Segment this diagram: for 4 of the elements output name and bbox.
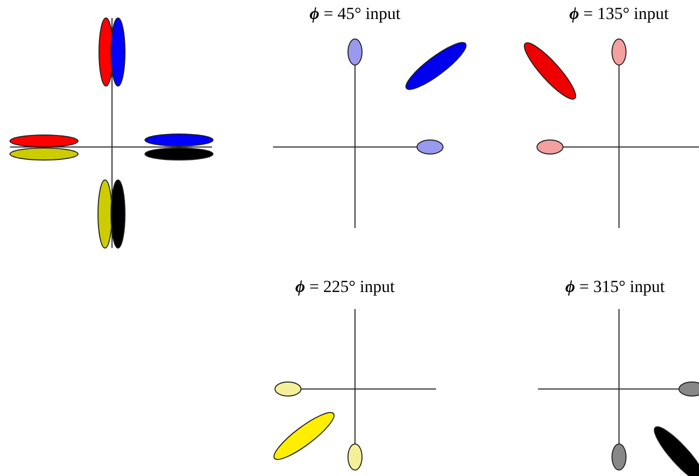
angle-label: ϕ = 315° input <box>565 277 665 297</box>
angle-label: ϕ = 225° input <box>295 277 395 297</box>
angle-label: ϕ = 135° input <box>569 4 669 24</box>
angle-label: ϕ = 45° input <box>310 4 400 24</box>
